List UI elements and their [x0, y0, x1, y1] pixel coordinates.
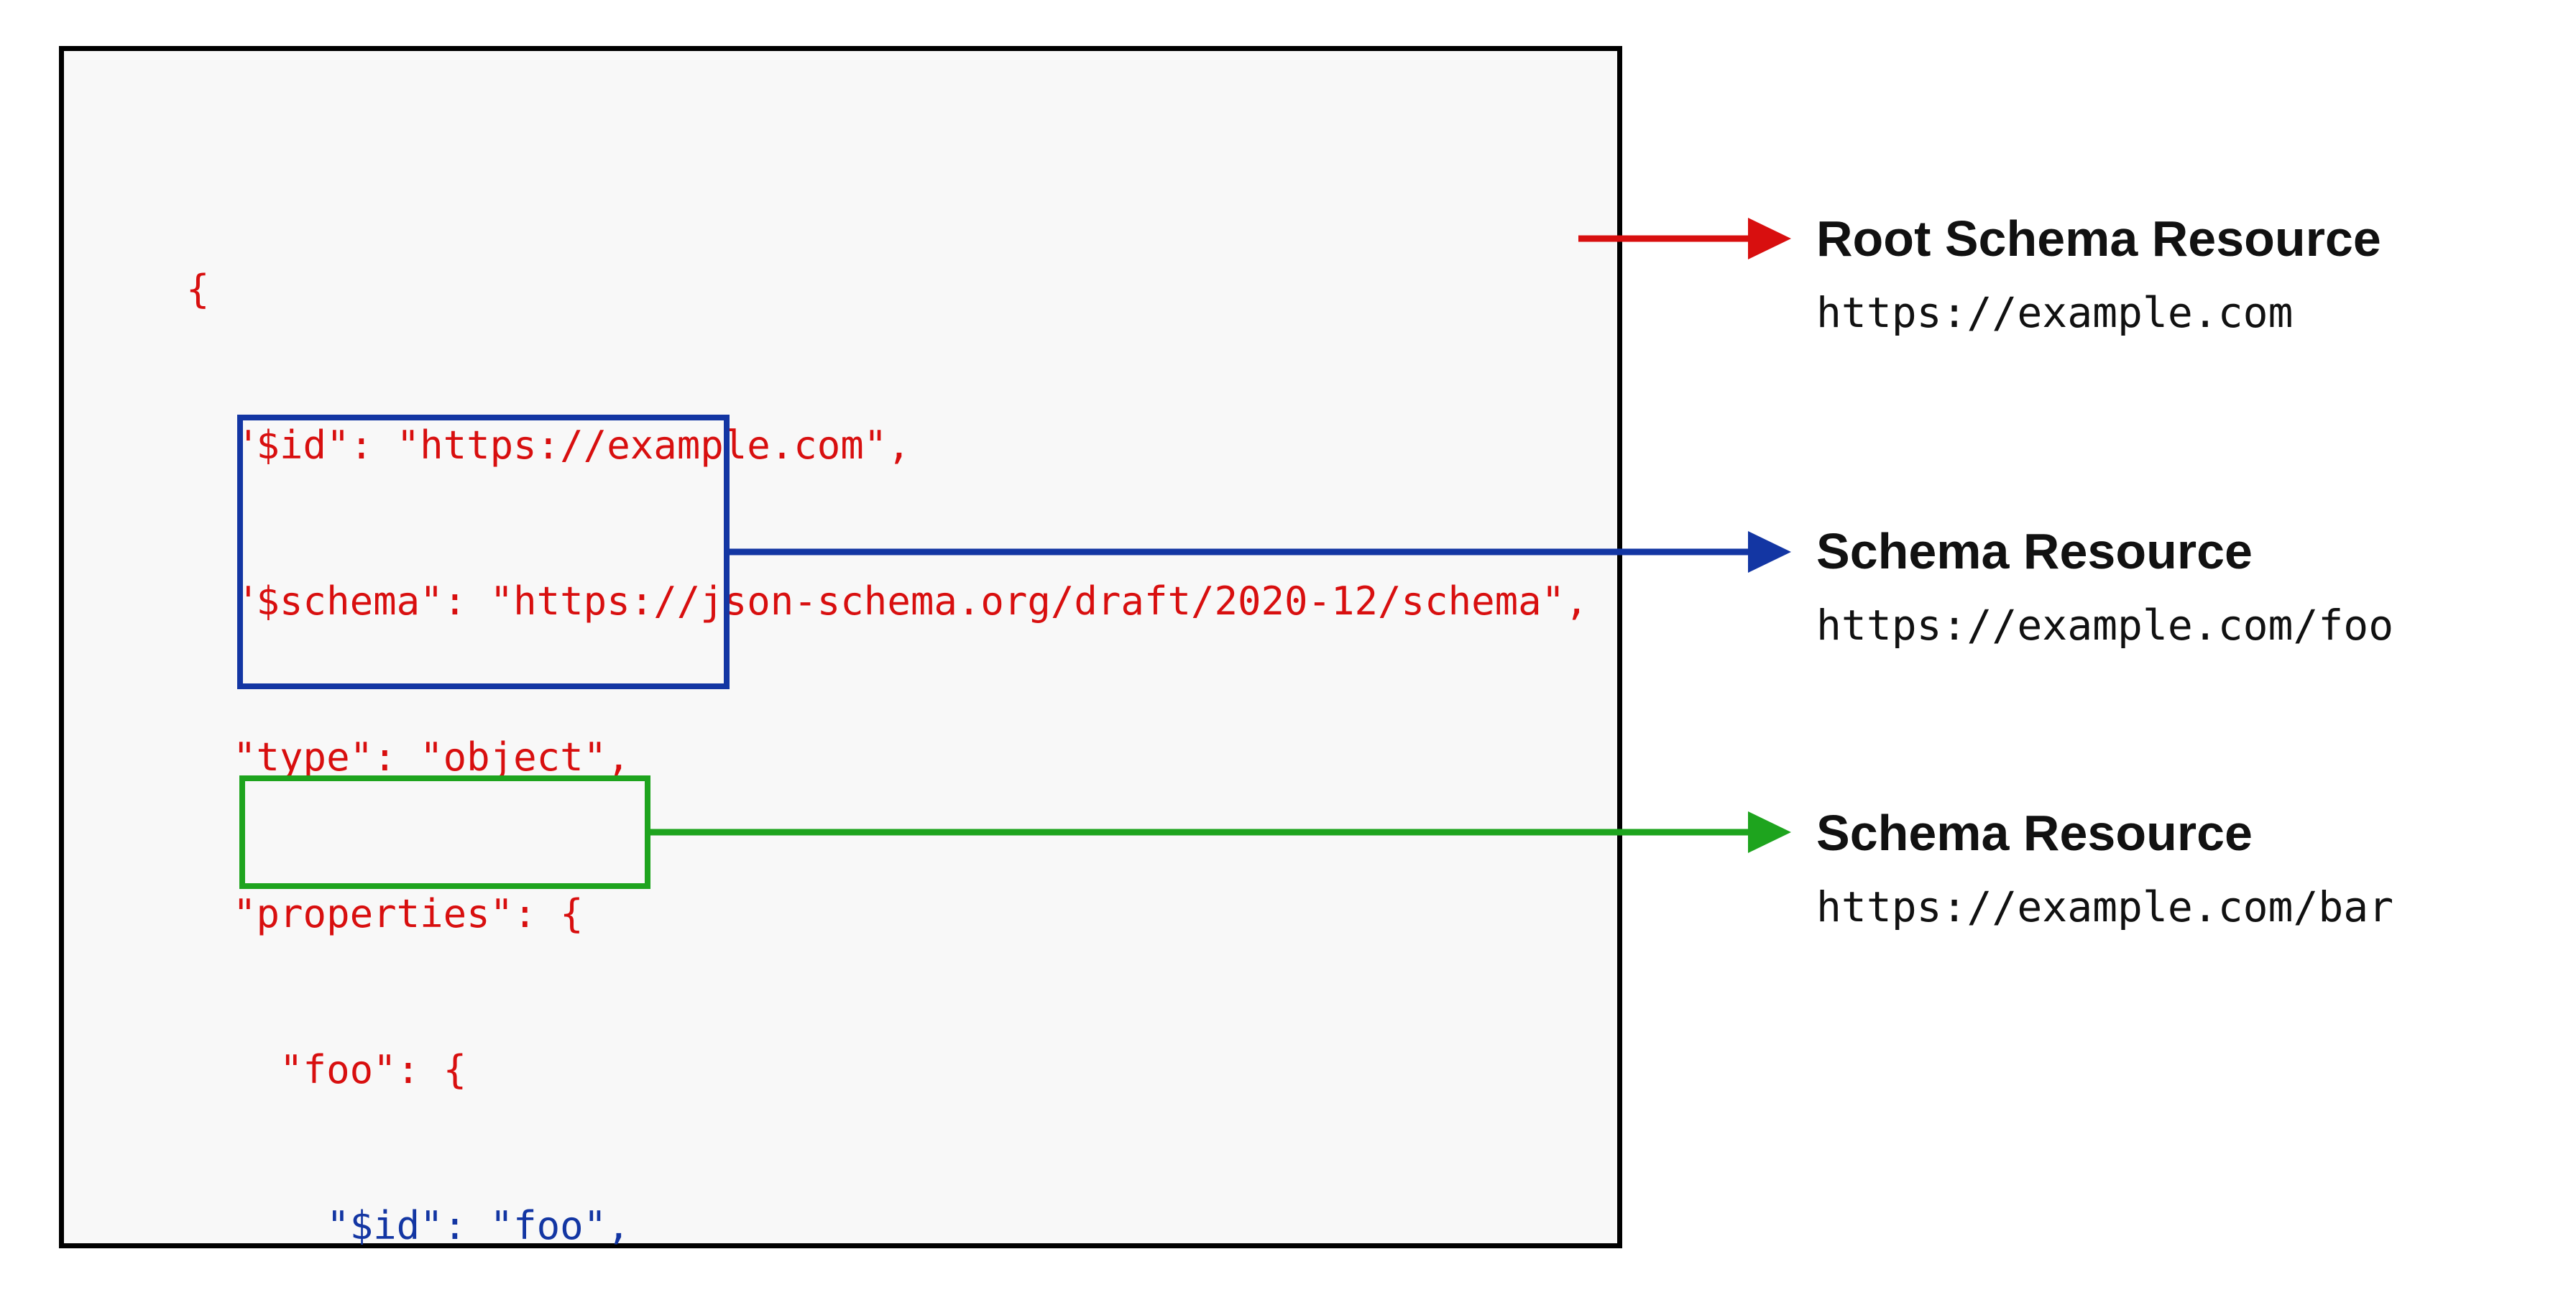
foo-schema-resource-label: Schema Resource https://example.com/foo — [1816, 522, 2393, 649]
code-line: "$schema": "https://json-schema.org/draf… — [186, 579, 1588, 625]
bar-schema-resource-label: Schema Resource https://example.com/bar — [1816, 804, 2393, 931]
annotation-title: Schema Resource — [1816, 523, 2253, 579]
code-line: { — [186, 266, 210, 312]
annotation-url: https://example.com/foo — [1816, 601, 2394, 650]
code-panel: { "$id": "https://example.com", "$schema… — [59, 46, 1622, 1248]
code-line: "type": "object", — [186, 734, 630, 780]
annotation-title: Schema Resource — [1816, 805, 2253, 861]
code-line: "$id": "https://example.com", — [186, 423, 911, 469]
code-line: "$id": "foo", — [186, 1203, 630, 1249]
annotation-url: https://example.com — [1816, 288, 2294, 337]
annotation-title: Root Schema Resource — [1816, 211, 2381, 267]
root-schema-resource-label: Root Schema Resource https://example.com — [1816, 210, 2381, 336]
json-code-block: { "$id": "https://example.com", "$schema… — [186, 160, 1588, 1295]
code-line: "properties": { — [186, 890, 584, 936]
annotation-url: https://example.com/bar — [1816, 882, 2394, 931]
code-line: "foo": { — [186, 1046, 467, 1092]
